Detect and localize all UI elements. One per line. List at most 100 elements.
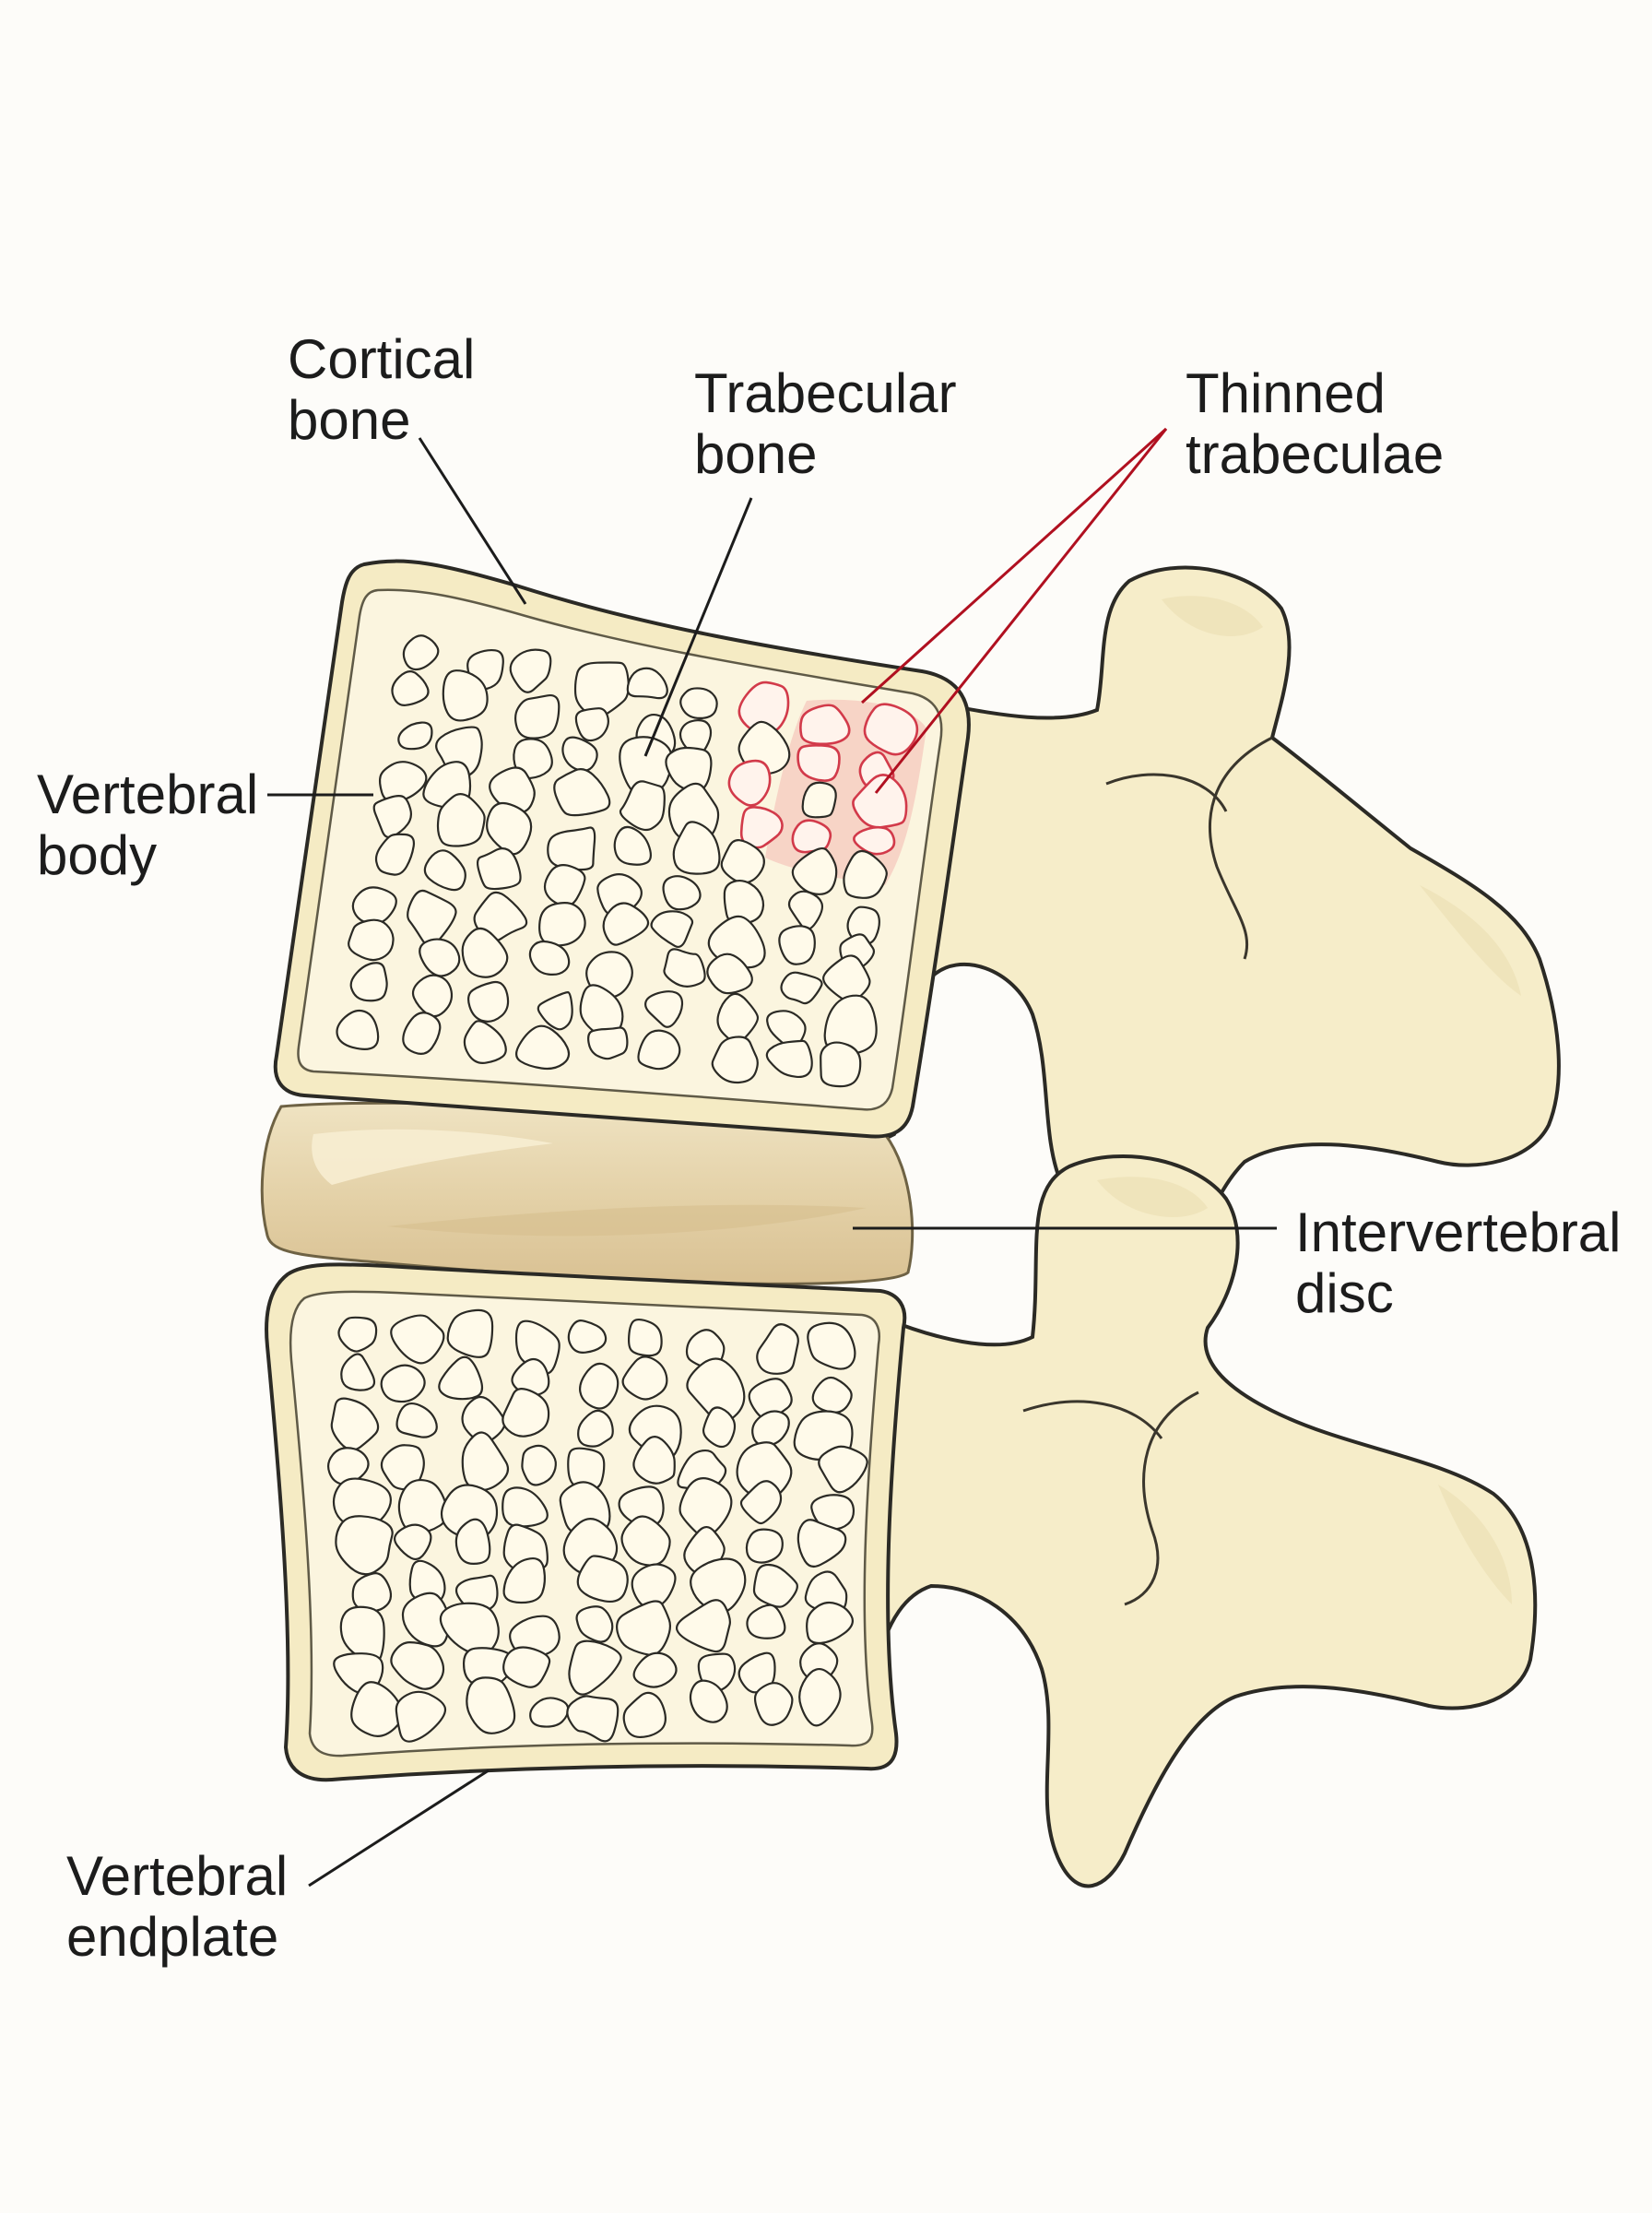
trabecular-cell bbox=[613, 825, 653, 866]
trabecular-cell bbox=[351, 886, 397, 925]
trabecular-cell bbox=[626, 667, 668, 700]
leader-cortical-bone bbox=[418, 437, 527, 605]
trabecular-cell bbox=[780, 971, 823, 1005]
trabecular-cell bbox=[650, 910, 694, 949]
trabecular-cell bbox=[509, 648, 552, 693]
trabecular-cell bbox=[663, 948, 706, 988]
upper-trabecular-network bbox=[336, 634, 926, 1088]
trabecular-cell bbox=[621, 1355, 668, 1401]
trabecular-cell bbox=[575, 1605, 614, 1643]
trabecular-cell bbox=[538, 902, 586, 947]
trabecular-cell bbox=[529, 1697, 570, 1728]
trabecular-cell bbox=[561, 736, 598, 772]
trabecular-cell bbox=[340, 1353, 376, 1391]
trabecular-cell bbox=[436, 793, 486, 847]
trabecular-cell bbox=[778, 925, 816, 965]
trabecular-cell bbox=[678, 719, 713, 756]
trabecular-cell bbox=[380, 1364, 426, 1403]
thinned-trabecula-cell bbox=[738, 680, 790, 735]
trabecular-cell bbox=[547, 826, 596, 871]
lower-vertebral-body bbox=[265, 1262, 907, 1782]
trabecular-cell bbox=[627, 1318, 663, 1357]
trabecular-cell bbox=[461, 927, 509, 978]
trabecular-cell bbox=[489, 766, 536, 814]
trabecular-cell bbox=[723, 879, 765, 926]
trabecular-cell bbox=[513, 738, 553, 780]
trabecular-cell bbox=[521, 1444, 557, 1486]
trabecular-cell bbox=[818, 1445, 868, 1494]
trabecular-cell bbox=[823, 994, 878, 1055]
trabecular-cell bbox=[675, 1599, 731, 1653]
trabecular-cell bbox=[748, 1378, 793, 1421]
trabecular-cell bbox=[706, 953, 753, 995]
trabecular-cell bbox=[820, 1041, 862, 1088]
trabecular-cell bbox=[644, 990, 684, 1028]
trabecular-cell bbox=[791, 847, 838, 895]
leader-thinned-2 bbox=[874, 428, 1168, 794]
trabecular-cell bbox=[756, 1323, 799, 1375]
trabecular-cell bbox=[463, 1020, 507, 1064]
trabecular-cell bbox=[739, 1480, 783, 1525]
upper-vertebral-body bbox=[273, 559, 971, 1139]
trabecular-cell bbox=[442, 669, 489, 722]
trabecular-cell bbox=[746, 1604, 786, 1639]
thinned-trabecula-cell bbox=[791, 819, 832, 854]
trabecular-cell bbox=[419, 938, 461, 977]
trabecular-cell bbox=[514, 693, 560, 740]
trabecular-cell bbox=[401, 1592, 450, 1648]
trabecular-cell bbox=[391, 670, 430, 706]
trabecular-cell bbox=[394, 1523, 432, 1561]
trabecular-cell bbox=[573, 661, 630, 718]
trabecular-cell bbox=[577, 1409, 614, 1448]
trabecular-cell bbox=[716, 992, 760, 1045]
trabecular-cell bbox=[543, 864, 586, 907]
trabecular-cell bbox=[473, 891, 528, 942]
trabecular-cell bbox=[350, 1681, 404, 1737]
trabecular-cell bbox=[515, 1024, 571, 1071]
trabecular-cell bbox=[811, 1377, 853, 1414]
label-thinned-trabeculae: Thinned trabeculae bbox=[1186, 362, 1444, 485]
trabecular-cell bbox=[509, 1615, 560, 1657]
trabecular-cell bbox=[390, 1640, 445, 1690]
trabecular-cell bbox=[390, 1314, 445, 1365]
trabecular-cell bbox=[574, 707, 609, 742]
trabecular-cell bbox=[326, 1447, 370, 1485]
label-vertebral-body: Vertebral body bbox=[37, 763, 274, 886]
trabecular-cell bbox=[751, 1410, 790, 1447]
trabecular-cell bbox=[843, 849, 888, 899]
trabecular-cell bbox=[568, 1639, 622, 1696]
trabecular-cell bbox=[502, 1646, 551, 1688]
trabecular-cell bbox=[339, 1605, 385, 1663]
trabecular-cell bbox=[678, 1477, 733, 1538]
trabecular-cell bbox=[476, 847, 522, 891]
trabecular-cell bbox=[662, 875, 702, 911]
trabecular-cell bbox=[576, 1555, 629, 1603]
trabecular-cell bbox=[736, 1441, 793, 1500]
trabecular-cell bbox=[807, 1321, 856, 1370]
trabecular-cell bbox=[332, 1477, 392, 1531]
trabecular-cell bbox=[438, 1355, 484, 1401]
trabecular-cell bbox=[686, 1357, 746, 1424]
trabecular-cell bbox=[351, 1572, 393, 1613]
trabecular-cell bbox=[637, 1029, 681, 1071]
thinned-trabecula-cell bbox=[852, 774, 908, 829]
trabecular-cell bbox=[810, 1494, 856, 1531]
trabecular-cell bbox=[337, 1316, 378, 1353]
trabecular-cell bbox=[579, 1362, 620, 1410]
trabecular-cell bbox=[511, 1357, 550, 1397]
lower-posterior-processes bbox=[879, 1154, 1538, 1888]
trabecular-cell bbox=[454, 1518, 491, 1566]
trabecular-cell bbox=[745, 1528, 784, 1564]
thinned-trabecula-cell bbox=[799, 704, 851, 746]
trabecular-cell bbox=[336, 1009, 380, 1050]
trabecular-cell bbox=[567, 1447, 606, 1491]
trabecular-cell bbox=[528, 940, 571, 976]
trabecular-cell bbox=[502, 1556, 547, 1604]
trabecular-cell bbox=[787, 890, 824, 930]
trabecular-cell bbox=[407, 889, 457, 949]
trabecular-cell bbox=[806, 1601, 854, 1645]
trabecular-cell bbox=[796, 1519, 847, 1568]
trabecular-cell bbox=[348, 918, 395, 962]
trabecular-cell bbox=[616, 1600, 672, 1656]
